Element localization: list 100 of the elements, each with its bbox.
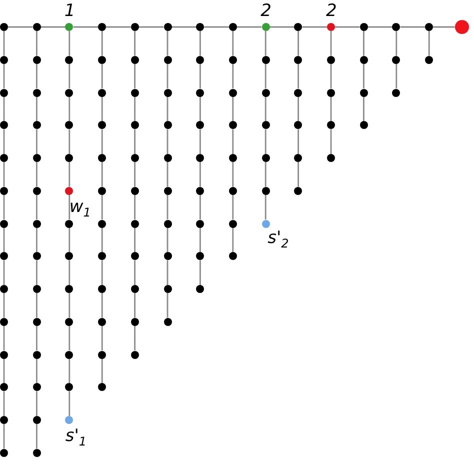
edge-line xyxy=(36,129,38,154)
vertex-dot xyxy=(98,154,106,162)
vertex-dot xyxy=(228,186,237,195)
edge-line xyxy=(68,228,70,252)
vertex-dot xyxy=(262,154,270,162)
vertex-dot xyxy=(98,285,106,293)
vertex-dot xyxy=(98,350,106,358)
edge-line xyxy=(433,26,455,28)
vertex-dot xyxy=(164,186,172,195)
edge-line xyxy=(298,129,299,154)
edge-line xyxy=(68,194,70,220)
edge-line xyxy=(134,64,136,88)
vertex-dot xyxy=(98,121,106,130)
vertex-dot xyxy=(65,23,74,31)
edge-line xyxy=(330,64,332,88)
vertex-dot xyxy=(228,56,237,64)
edge-line xyxy=(101,260,103,285)
edge-line xyxy=(101,64,103,88)
vertex-dot xyxy=(65,186,74,195)
edge-line xyxy=(68,293,70,318)
edge-line xyxy=(101,31,103,56)
edge-line xyxy=(363,31,364,56)
vertex-dot xyxy=(0,186,8,195)
vertex-dot xyxy=(130,252,139,260)
vertex-dot xyxy=(130,23,139,31)
vertex-label: 2 xyxy=(260,3,272,20)
edge-line xyxy=(3,358,5,384)
edge-line xyxy=(335,26,360,28)
edge-line xyxy=(101,326,103,350)
edge-line xyxy=(68,326,70,350)
vertex-dot xyxy=(98,252,106,260)
edge-line xyxy=(270,26,294,28)
edge-line xyxy=(396,64,398,88)
edge-line xyxy=(232,162,234,187)
edge-line xyxy=(68,64,70,88)
vertex-dot xyxy=(262,121,270,130)
edge-line xyxy=(200,96,201,122)
vertex-dot xyxy=(0,154,8,162)
vertex-dot xyxy=(65,252,74,260)
vertex-dot xyxy=(164,56,172,64)
edge-line xyxy=(36,326,38,350)
edge-line xyxy=(232,129,234,154)
vertex-dot xyxy=(196,220,204,228)
vertex-dot xyxy=(228,252,237,260)
vertex-dot xyxy=(32,186,41,195)
vertex-dot xyxy=(196,252,204,260)
vertex-dot xyxy=(32,416,41,424)
edge-line xyxy=(3,194,5,220)
vertex-dot xyxy=(164,285,172,293)
vertex-dot xyxy=(360,56,368,64)
vertex-dot xyxy=(65,56,74,64)
edge-line xyxy=(101,358,103,384)
vertex-dot xyxy=(98,186,106,195)
edge-line xyxy=(134,260,136,285)
vertex-dot xyxy=(196,285,204,293)
vertex-dot xyxy=(425,56,434,64)
edge-line xyxy=(363,64,364,88)
edge-line xyxy=(298,31,299,56)
vertex-dot xyxy=(0,285,8,293)
edge-line xyxy=(134,96,136,122)
edge-line xyxy=(264,162,266,187)
edge-line xyxy=(68,358,70,384)
edge-line xyxy=(40,26,66,28)
edge-line xyxy=(3,326,5,350)
vertex-dot xyxy=(0,88,8,96)
vertex-dot xyxy=(262,56,270,64)
vertex-dot xyxy=(327,56,335,64)
edge-line xyxy=(166,194,168,220)
vertex-dot xyxy=(294,56,302,64)
vertex-dot xyxy=(130,285,139,293)
edge-line xyxy=(3,64,5,88)
edge-line xyxy=(3,228,5,252)
edge-line xyxy=(106,26,131,28)
edge-line xyxy=(36,424,38,449)
vertex-dot xyxy=(327,121,335,130)
vertex-dot xyxy=(130,318,139,326)
edge-line xyxy=(368,26,392,28)
vertex-dot xyxy=(32,383,41,392)
edge-line xyxy=(36,391,38,416)
vertex-dot xyxy=(327,154,335,162)
vertex-dot xyxy=(196,23,204,31)
edge-line xyxy=(330,96,332,122)
vertex-dot xyxy=(65,318,74,326)
edge-line xyxy=(101,162,103,187)
edge-line xyxy=(101,228,103,252)
edge-line xyxy=(134,129,136,154)
vertex-dot xyxy=(130,154,139,162)
edge-line xyxy=(200,129,201,154)
edge-line xyxy=(101,96,103,122)
vertex-dot xyxy=(164,252,172,260)
vertex-dot xyxy=(0,448,8,457)
vertex-dot xyxy=(65,220,74,228)
vertex-dot xyxy=(0,416,8,424)
edge-line xyxy=(166,96,168,122)
edge-line xyxy=(200,64,201,88)
edge-line xyxy=(302,26,327,28)
vertex-dot xyxy=(65,350,74,358)
vertex-label: s'$_{2}$ xyxy=(268,230,289,249)
edge-line xyxy=(3,162,5,187)
edge-line xyxy=(36,293,38,318)
